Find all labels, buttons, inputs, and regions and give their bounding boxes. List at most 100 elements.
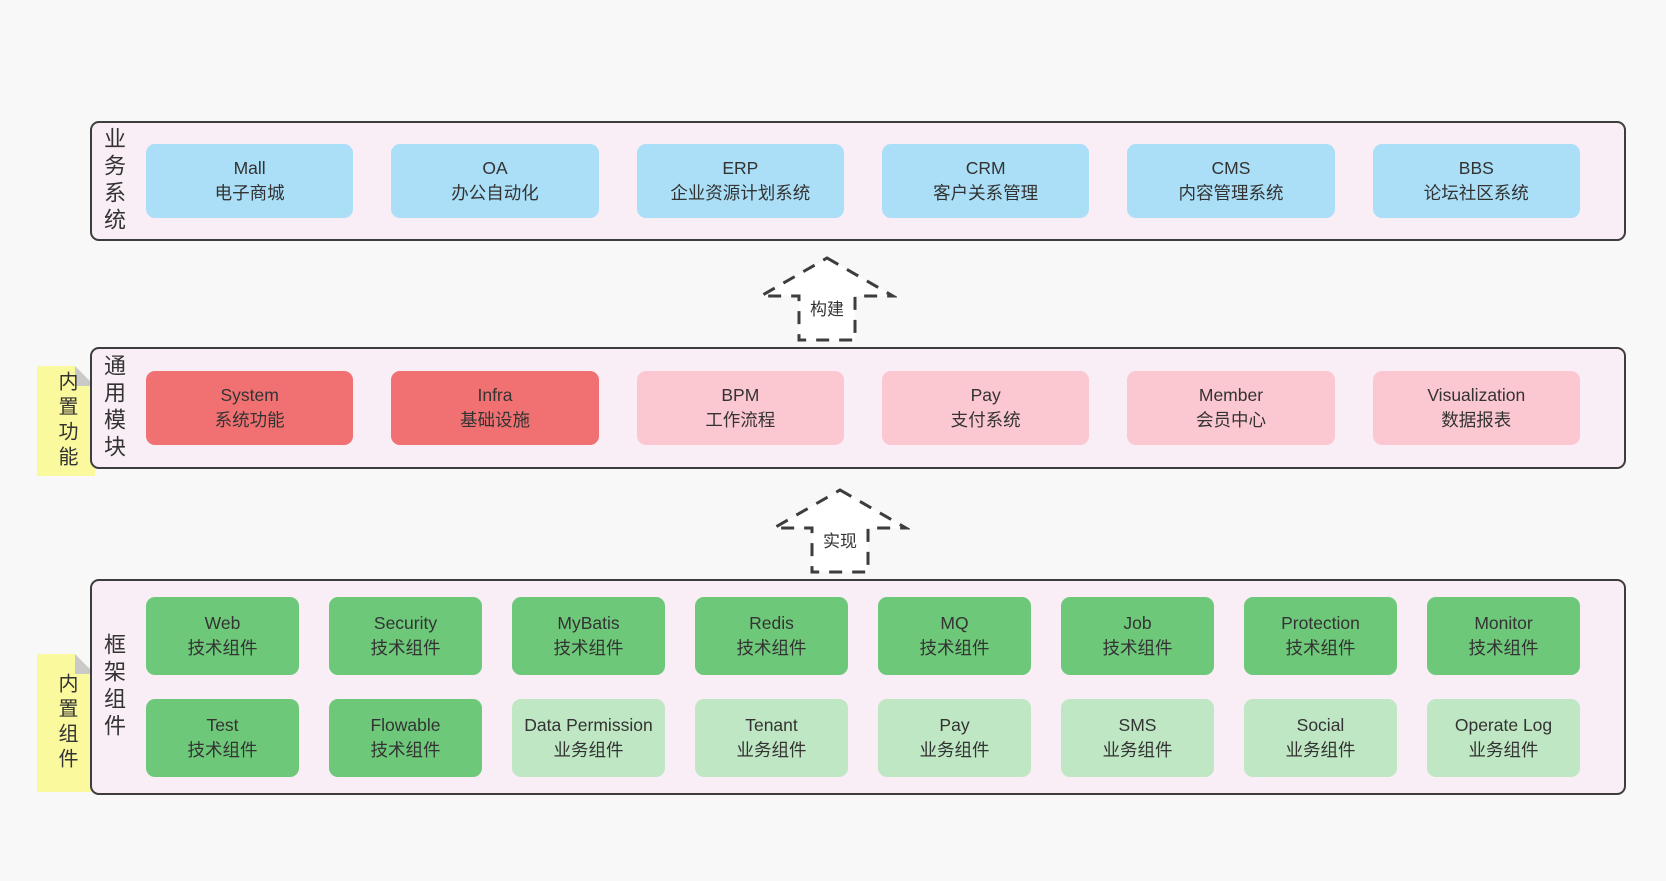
box-title: BBS — [1458, 157, 1494, 178]
panel-modules-label: 通用模块 — [101, 354, 126, 462]
box-subtitle: 基础设施 — [459, 410, 530, 430]
box-bbs: BBS 论坛社区系统 — [1372, 144, 1580, 218]
components-row-2: Test 技术组件 Flowable 技术组件 Data Permission … — [146, 699, 1580, 777]
box-subtitle: 业务组件 — [1468, 740, 1539, 760]
box-subtitle: 系统功能 — [214, 410, 285, 430]
box-subtitle: 内容管理系统 — [1178, 183, 1284, 203]
box-security: Security 技术组件 — [329, 597, 482, 675]
box-pay-system: Pay 支付系统 — [881, 371, 1090, 445]
box-title: Job — [1123, 612, 1152, 633]
components-row-1: Web 技术组件 Security 技术组件 MyBatis 技术组件 Redi… — [146, 597, 1580, 675]
box-subtitle: 工作流程 — [705, 410, 776, 430]
implement-arrow-icon: 实现 — [770, 487, 910, 575]
box-subtitle: 论坛社区系统 — [1423, 183, 1529, 203]
box-title: BPM — [721, 384, 760, 405]
box-mq: MQ 技术组件 — [878, 597, 1031, 675]
box-bpm: BPM 工作流程 — [636, 371, 844, 445]
box-protection: Protection 技术组件 — [1244, 597, 1397, 675]
panel-common-modules: 通用模块 System 系统功能 Infra 基础设施 BPM 工作流程 Pay… — [90, 347, 1626, 469]
box-erp: ERP 企业资源计划系统 — [636, 144, 844, 218]
box-title: ERP — [722, 157, 759, 178]
box-title: Pay — [970, 384, 1001, 405]
box-subtitle: 技术组件 — [187, 740, 258, 760]
box-title: MQ — [940, 612, 969, 633]
box-title: OA — [482, 157, 508, 178]
panel-business-systems: 业务系统 Mall 电子商城 OA 办公自动化 ERP 企业资源计划系统 CRM… — [90, 121, 1626, 241]
box-subtitle: 技术组件 — [1468, 638, 1539, 658]
panel-business-label: 业务系统 — [101, 127, 126, 235]
panel-components-label: 框架组件 — [101, 633, 126, 741]
box-title: Monitor — [1474, 612, 1533, 633]
box-subtitle: 企业资源计划系统 — [670, 183, 811, 203]
box-subtitle: 技术组件 — [736, 638, 807, 658]
box-title: Infra — [477, 384, 513, 405]
panel-framework-components: 框架组件 Web 技术组件 Security 技术组件 MyBatis 技术组件… — [90, 579, 1626, 795]
box-sms: SMS 业务组件 — [1061, 699, 1214, 777]
box-title: Redis — [749, 612, 794, 633]
components-boxes: Web 技术组件 Security 技术组件 MyBatis 技术组件 Redi… — [146, 581, 1580, 793]
box-title: Social — [1296, 714, 1345, 735]
box-member: Member 会员中心 — [1127, 371, 1335, 445]
box-subtitle: 技术组件 — [370, 638, 441, 658]
box-job: Job 技术组件 — [1061, 597, 1214, 675]
box-pay-component: Pay 业务组件 — [878, 699, 1031, 777]
box-subtitle: 客户关系管理 — [933, 183, 1039, 203]
box-subtitle: 办公自动化 — [451, 183, 539, 203]
box-test: Test 技术组件 — [146, 699, 299, 777]
box-title: Tenant — [745, 714, 798, 735]
box-title: Flowable — [370, 714, 441, 735]
box-title: MyBatis — [557, 612, 620, 633]
box-subtitle: 技术组件 — [187, 638, 258, 658]
box-title: Test — [206, 714, 239, 735]
box-title: SMS — [1118, 714, 1157, 735]
box-visualization: Visualization 数据报表 — [1372, 371, 1580, 445]
box-subtitle: 业务组件 — [736, 740, 807, 760]
box-monitor: Monitor 技术组件 — [1427, 597, 1580, 675]
box-title: Pay — [939, 714, 970, 735]
business-boxes-row: Mall 电子商城 OA 办公自动化 ERP 企业资源计划系统 CRM 客户关系… — [146, 123, 1580, 239]
built-in-components-tag-label: 内置组件 — [55, 673, 77, 773]
box-subtitle: 数据报表 — [1441, 410, 1512, 430]
box-subtitle: 支付系统 — [950, 410, 1021, 430]
box-flowable: Flowable 技术组件 — [329, 699, 482, 777]
box-social: Social 业务组件 — [1244, 699, 1397, 777]
box-crm: CRM 客户关系管理 — [881, 144, 1090, 218]
box-title: Member — [1198, 384, 1264, 405]
box-system: System 系统功能 — [146, 371, 354, 445]
box-title: Web — [204, 612, 241, 633]
box-subtitle: 技术组件 — [1285, 638, 1356, 658]
modules-boxes-row: System 系统功能 Infra 基础设施 BPM 工作流程 Pay 支付系统… — [146, 349, 1580, 467]
box-title: CRM — [965, 157, 1006, 178]
built-in-features-tag-label: 内置功能 — [55, 371, 77, 471]
box-subtitle: 业务组件 — [919, 740, 990, 760]
box-subtitle: 技术组件 — [919, 638, 990, 658]
box-data-permission: Data Permission 业务组件 — [512, 699, 665, 777]
box-subtitle: 技术组件 — [553, 638, 624, 658]
box-cms: CMS 内容管理系统 — [1127, 144, 1335, 218]
box-subtitle: 技术组件 — [1102, 638, 1173, 658]
box-title: Data Permission — [524, 714, 653, 735]
box-mall: Mall 电子商城 — [146, 144, 354, 218]
box-oa: OA 办公自动化 — [391, 144, 599, 218]
box-title: Operate Log — [1454, 714, 1553, 735]
box-subtitle: 业务组件 — [1285, 740, 1356, 760]
box-title: Mall — [233, 157, 266, 178]
box-title: Visualization — [1427, 384, 1526, 405]
box-title: Protection — [1281, 612, 1360, 633]
built-in-components-tag: 内置组件 — [37, 654, 95, 792]
box-tenant: Tenant 业务组件 — [695, 699, 848, 777]
build-arrow-label: 构建 — [806, 295, 848, 320]
box-title: System — [220, 384, 279, 405]
box-infra: Infra 基础设施 — [391, 371, 599, 445]
box-subtitle: 会员中心 — [1195, 410, 1266, 430]
build-arrow-icon: 构建 — [757, 255, 897, 343]
box-subtitle: 业务组件 — [553, 740, 624, 760]
box-title: Security — [373, 612, 438, 633]
box-operate-log: Operate Log 业务组件 — [1427, 699, 1580, 777]
box-title: CMS — [1211, 157, 1251, 178]
box-web: Web 技术组件 — [146, 597, 299, 675]
box-mybatis: MyBatis 技术组件 — [512, 597, 665, 675]
box-redis: Redis 技术组件 — [695, 597, 848, 675]
box-subtitle: 技术组件 — [370, 740, 441, 760]
box-subtitle: 业务组件 — [1102, 740, 1173, 760]
